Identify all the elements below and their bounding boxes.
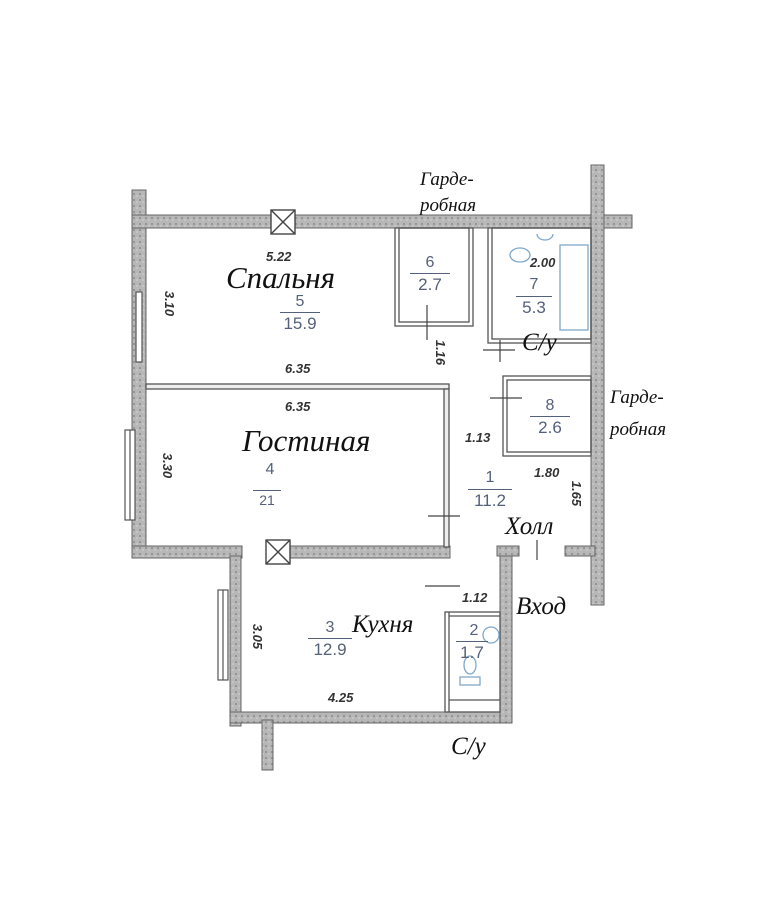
room-area-6: 2.7 [410, 273, 450, 293]
room-label-bath-bottom: С/у [451, 733, 486, 760]
vent-shaft-icon [265, 209, 296, 565]
dim-kitchen-width: 4.25 [328, 690, 354, 705]
room-area-2: 1.7 [456, 641, 488, 661]
room-label-kitchen: Кухня [352, 611, 414, 638]
room-number-1: 1 [485, 469, 495, 486]
label-wardrobe-right-line1: Гарде- [610, 387, 664, 408]
room-area-1: 11.2 [468, 489, 512, 509]
dim-hall-depth: 1.65 [569, 480, 585, 507]
partitions [145, 227, 592, 713]
dim-kitchen-depth: 3.05 [250, 623, 266, 650]
dim-passage: 1.12 [462, 590, 488, 605]
dim-bedroom-width: 5.22 [266, 249, 292, 264]
room-number-4: 4 [265, 461, 275, 478]
room-area-3: 12.9 [308, 638, 352, 658]
room-number-6: 6 [425, 254, 435, 271]
room-label-entrance: Вход [516, 593, 567, 620]
dim-living-top: 6.35 [285, 399, 311, 414]
room-number-5: 5 [295, 293, 305, 310]
dim-hall-width: 1.80 [534, 465, 560, 480]
room-area-5: 15.9 [280, 312, 320, 332]
dim-corridor-width: 1.13 [465, 430, 491, 445]
room-area-7: 5.3 [516, 296, 552, 316]
dim-bath-width: 2.00 [530, 255, 556, 270]
dim-corridor-upper: 1.16 [433, 339, 449, 366]
door-marks [425, 305, 538, 587]
room-label-living: Гостиная [242, 423, 371, 458]
room-number-3: 3 [325, 619, 335, 636]
label-wardrobe-right-line2: робная [610, 419, 667, 440]
label-wardrobe-top-line2: робная [420, 195, 477, 216]
room-label-bedroom: Спальня [226, 260, 336, 295]
dim-bedroom-bottom: 6.35 [285, 361, 311, 376]
dim-living-depth: 3.30 [160, 452, 176, 479]
label-wardrobe-top-line1: Гарде- [420, 169, 474, 190]
room-area-4: 21 [253, 490, 281, 507]
room-label-hall: Холл [505, 513, 554, 540]
room-label-bath-top: С/у [522, 329, 557, 356]
room-number-8: 8 [545, 397, 555, 414]
room-area-8: 2.6 [530, 416, 570, 436]
plumbing-fixtures [459, 233, 589, 686]
dim-bedroom-depth: 3.10 [162, 290, 178, 317]
room-number-2: 2 [469, 622, 479, 639]
room-number-7: 7 [529, 276, 539, 293]
windows [124, 291, 229, 681]
